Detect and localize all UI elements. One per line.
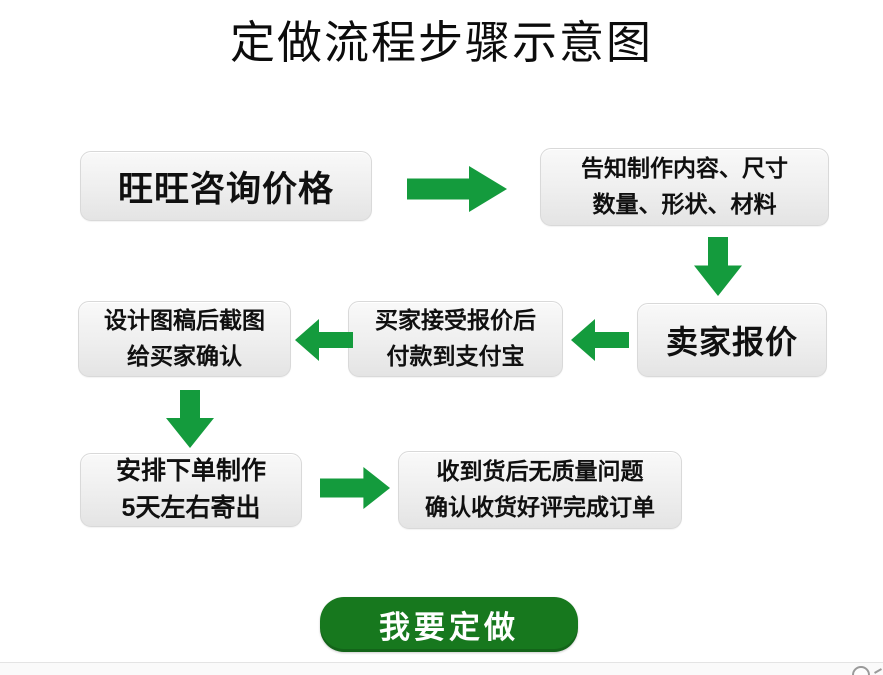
step-label-line2: 确认收货好评完成订单 [425, 494, 655, 520]
page-title: 定做流程步骤示意图 [229, 17, 653, 68]
step-label-line2: 给买家确认 [127, 343, 242, 369]
arrow-left-icon [295, 319, 353, 361]
step-buyer-pay: 买家接受报价后 付款到支付宝 [348, 301, 563, 377]
arrow-left-icon [571, 319, 629, 361]
step-label-line1: 设计图稿后截图 [104, 307, 265, 334]
step-label-line1: 安排下单制作 [115, 456, 266, 485]
step-label: 旺旺咨询价格 [117, 169, 334, 209]
floating-widget-icon[interactable] [852, 666, 870, 675]
step-receive-review: 收到货后无质量问题 确认收货好评完成订单 [398, 451, 682, 529]
arrow-right-icon [407, 166, 507, 212]
step-label-line2: 5天左右寄出 [121, 494, 261, 522]
step-label-line2: 付款到支付宝 [386, 343, 525, 369]
step-design-confirm: 设计图稿后截图 给买家确认 [78, 301, 291, 377]
step-label-line1: 收到货后无质量问题 [436, 458, 644, 485]
step-inform-details: 告知制作内容、尺寸 数量、形状、材料 [540, 148, 829, 226]
step-label: 卖家报价 [665, 324, 798, 360]
bottom-divider [0, 662, 883, 675]
arrow-down-icon [166, 390, 214, 448]
step-produce-ship: 安排下单制作 5天左右寄出 [80, 453, 302, 527]
step-seller-quote: 卖家报价 [637, 303, 827, 377]
step-consult-price: 旺旺咨询价格 [80, 151, 372, 221]
arrow-down-icon [694, 237, 742, 296]
arrow-right-icon [320, 467, 390, 509]
step-label-line2: 数量、形状、材料 [592, 191, 777, 217]
customize-now-button[interactable]: 我要定做 [320, 597, 578, 652]
step-label-line1: 买家接受报价后 [375, 307, 536, 334]
step-label-line1: 告知制作内容、尺寸 [581, 155, 788, 182]
